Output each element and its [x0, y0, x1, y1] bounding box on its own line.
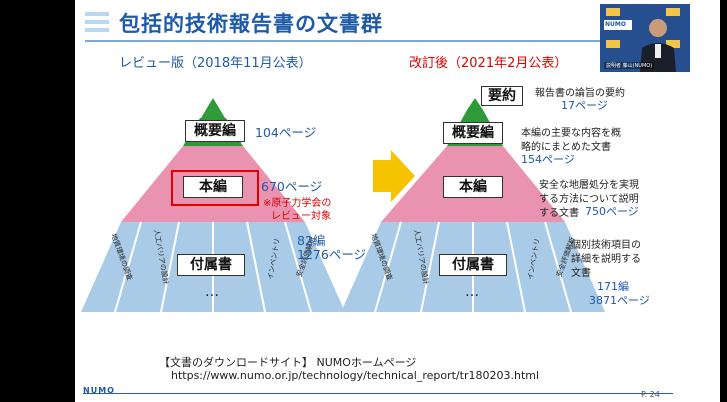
webcam-banner: NUMO [605, 21, 626, 28]
title-decoration [85, 12, 109, 36]
right-summary-box: 要約 [481, 86, 523, 106]
left-main-highlight [171, 170, 259, 206]
right-overview-desc-2: 略的にまとめた文書 [521, 142, 611, 153]
left-main-box: 本編 [183, 176, 243, 198]
right-appendix-pages: 3871ページ [589, 294, 650, 307]
right-summary-desc: 報告書の論旨の要約 [535, 88, 625, 99]
left-pyramid-tip [201, 98, 225, 118]
left-main-pages: 670ページ [261, 179, 323, 194]
left-overview-box: 概要編 [185, 120, 245, 142]
speaker-webcam: NUMO 説明者 藤山(NUMO) [600, 4, 690, 72]
left-overview-pages: 104ページ [255, 125, 317, 140]
right-appendix-desc-2: 詳細を説明する [571, 254, 641, 265]
right-main-pages: 750ページ [585, 205, 639, 218]
right-appendix-box: 付属書 [439, 254, 507, 276]
right-summary-layer [467, 98, 483, 110]
download-url-link[interactable]: https://www.numo.or.jp/technology/techni… [171, 369, 540, 382]
left-heading: レビュー版（2018年11月公表） [119, 56, 312, 71]
right-main-box: 本編 [443, 176, 503, 198]
speaker-video-frame [600, 4, 690, 72]
left-fan-dividers [114, 221, 312, 313]
right-heading: 改訂後（2021年2月公表） [409, 56, 568, 71]
transition-arrow [373, 150, 415, 202]
download-site-label: 【文書のダウンロードサイト】 NUMOホームページ [159, 356, 417, 369]
left-review-note-2: レビュー対象 [271, 211, 331, 222]
right-main-desc-3: する文書 [539, 208, 579, 219]
left-appendix-pages: 1276ページ [297, 247, 367, 262]
left-appendix-box: 付属書 [177, 254, 245, 276]
right-appendix-desc-3: 文書 [571, 268, 591, 279]
left-review-note-1: ※原子力学会の [263, 198, 332, 209]
right-overview-box: 概要編 [443, 122, 503, 144]
page-number: P. 24 [641, 390, 660, 399]
left-ellipsis: … [205, 284, 219, 300]
right-appendix-count: 171編 [597, 280, 629, 293]
right-appendix-desc-1: 個別技術項目の [571, 240, 641, 251]
right-ellipsis: … [465, 284, 479, 300]
right-summary-pages: 17ページ [561, 99, 608, 112]
left-appendix-count: 82編 [297, 233, 326, 248]
right-main-desc-2: する方法について説明 [539, 194, 639, 205]
slide-title: 包括的技術報告書の文書群 [119, 12, 383, 36]
numo-logo: NUMO [83, 386, 115, 395]
right-fan-dividers [374, 221, 572, 313]
speaker-name-tag: 説明者 藤山(NUMO) [604, 62, 655, 69]
right-overview-pages: 154ページ [521, 153, 575, 166]
right-main-desc-1: 安全な地層処分を実現 [539, 180, 639, 191]
right-overview-desc-1: 本編の主要な内容を概 [521, 128, 621, 139]
title-underline [85, 40, 605, 42]
footer-divider [83, 393, 673, 394]
